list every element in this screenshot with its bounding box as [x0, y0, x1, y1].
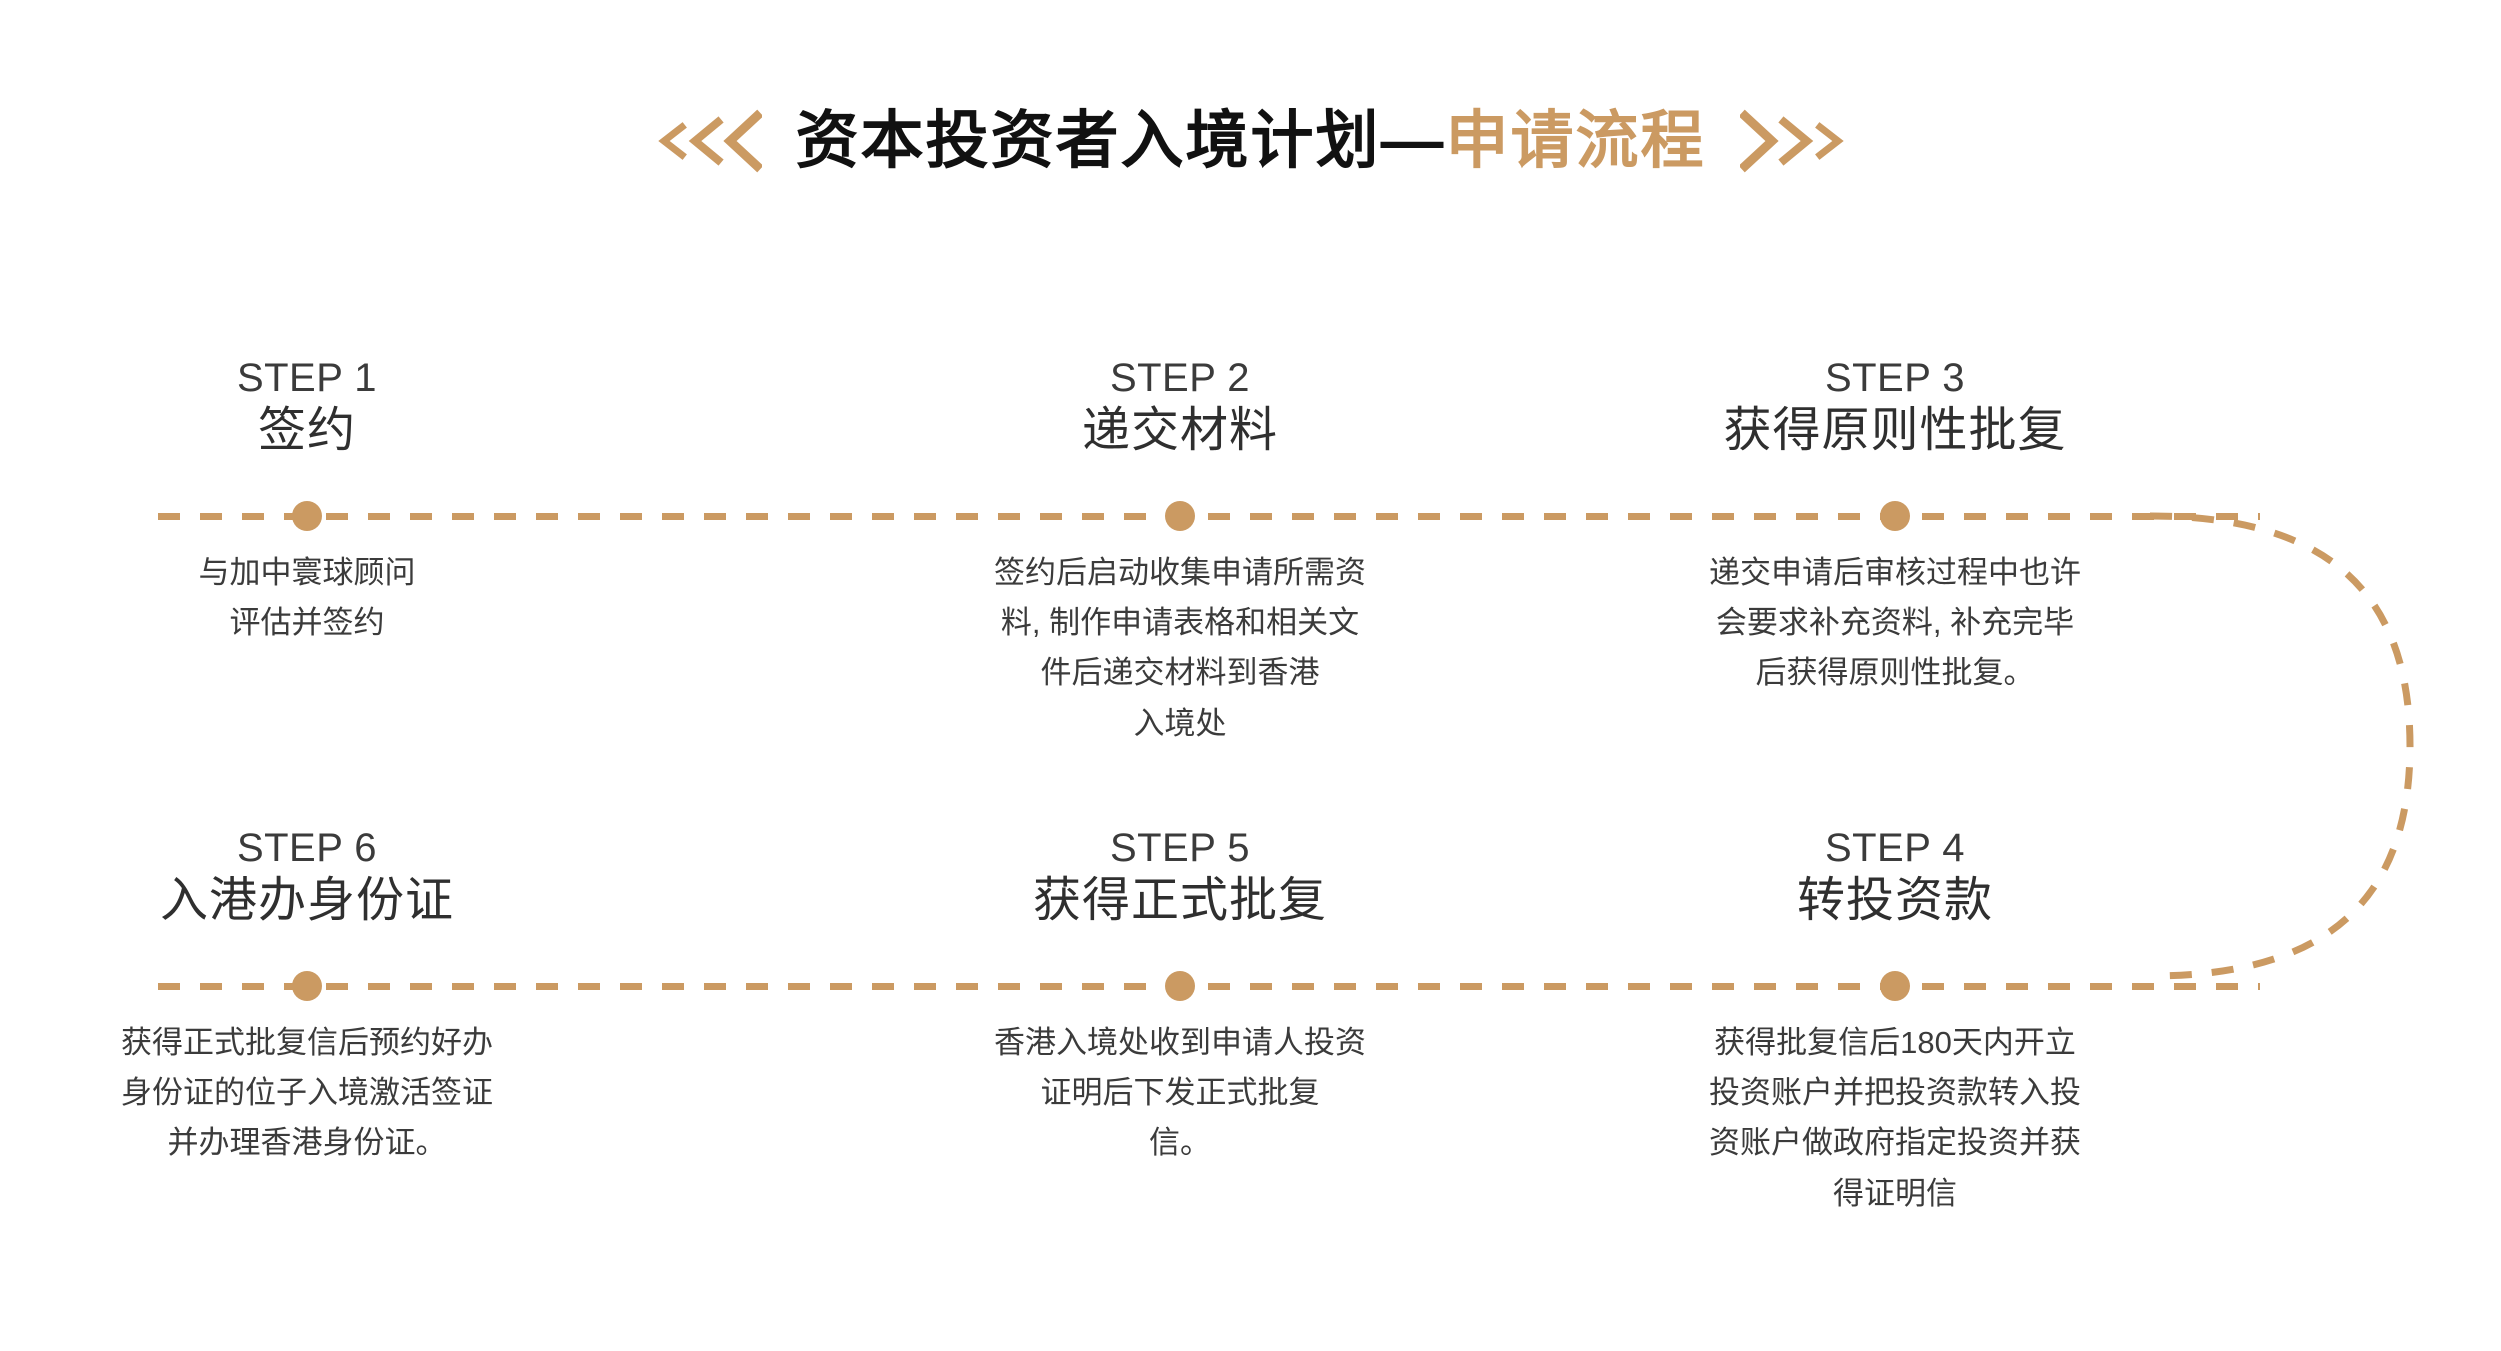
step-number-4: STEP 4 [1824, 826, 1966, 870]
step-description-2: 签约后启动收集申请所需资 料, 制作申请表格和相关文 件后递交材料到香港 入境处 [994, 555, 1366, 741]
timeline-node-step-3[interactable] [1880, 501, 1910, 531]
timeline-row-top [0, 501, 2501, 531]
step-description-4: 获得批复信后180天内开立 投资账户并把投资款转入投 资账户做政府指定投资并获 … [1709, 1025, 2081, 1211]
step-title-5: 获得正式批复 [1032, 874, 1327, 928]
timeline-node-step-2[interactable] [1165, 501, 1195, 531]
step-description-6: 获得正式批复信后预约好办 身份证的位子入境激活签证 并办理香港身份证。 [121, 1025, 493, 1161]
step-description-3: 递交申请后审核过程中也许 会要求补充资料, 补充完毕 后获得原则性批复。 [1709, 555, 2081, 691]
timeline-node-step-1[interactable] [292, 501, 322, 531]
step-description-1: 与加中寰球顾问 评估并签约 [198, 555, 416, 641]
step-number-2: STEP 2 [1109, 356, 1251, 400]
step-header-4: STEP 4 转投资款 [1615, 825, 2175, 931]
step-title-1: 签约 [257, 404, 356, 458]
step-header-2: STEP 2 递交材料 [900, 355, 1460, 461]
step-number-1: STEP 1 [236, 356, 378, 400]
chevrons-right-icon [1739, 105, 1858, 177]
step-description-5: 香港入境处收到申请人投资 证明后下发正式批复 信。 [994, 1025, 1366, 1161]
step-header-1: STEP 1 签约 [27, 355, 587, 461]
page-title-main: 资本投资者入境计划— [795, 105, 1446, 176]
timeline-node-step-6[interactable] [292, 971, 322, 1001]
timeline-row-bottom [0, 971, 2501, 1001]
timeline-node-step-5[interactable] [1165, 971, 1195, 1001]
timeline-node-step-4[interactable] [1880, 971, 1910, 1001]
step-title-4: 转投资款 [1796, 874, 1993, 928]
timeline-dashed-line-top [158, 513, 2260, 520]
step-number-5: STEP 5 [1109, 826, 1251, 870]
page-title-highlight: 申请流程 [1445, 105, 1706, 176]
page-title: 资本投资者入境计划—申请流程 [796, 109, 1706, 173]
page-title-bar: 资本投资者入境计划—申请流程 [0, 96, 2501, 186]
step-number-3: STEP 3 [1824, 356, 1966, 400]
step-number-6: STEP 6 [236, 826, 378, 870]
step-header-3: STEP 3 获得原则性批复 [1615, 355, 2175, 461]
step-title-6: 入港办身份证 [159, 874, 454, 928]
chevrons-left-icon [644, 105, 762, 177]
step-header-6: STEP 6 入港办身份证 [27, 825, 587, 931]
timeline-uturn-connector [2150, 512, 2414, 980]
step-title-2: 递交材料 [1081, 404, 1278, 458]
step-header-5: STEP 5 获得正式批复 [900, 825, 1460, 931]
timeline-dashed-line-bottom [158, 983, 2260, 990]
step-title-3: 获得原则性批复 [1723, 404, 2067, 458]
